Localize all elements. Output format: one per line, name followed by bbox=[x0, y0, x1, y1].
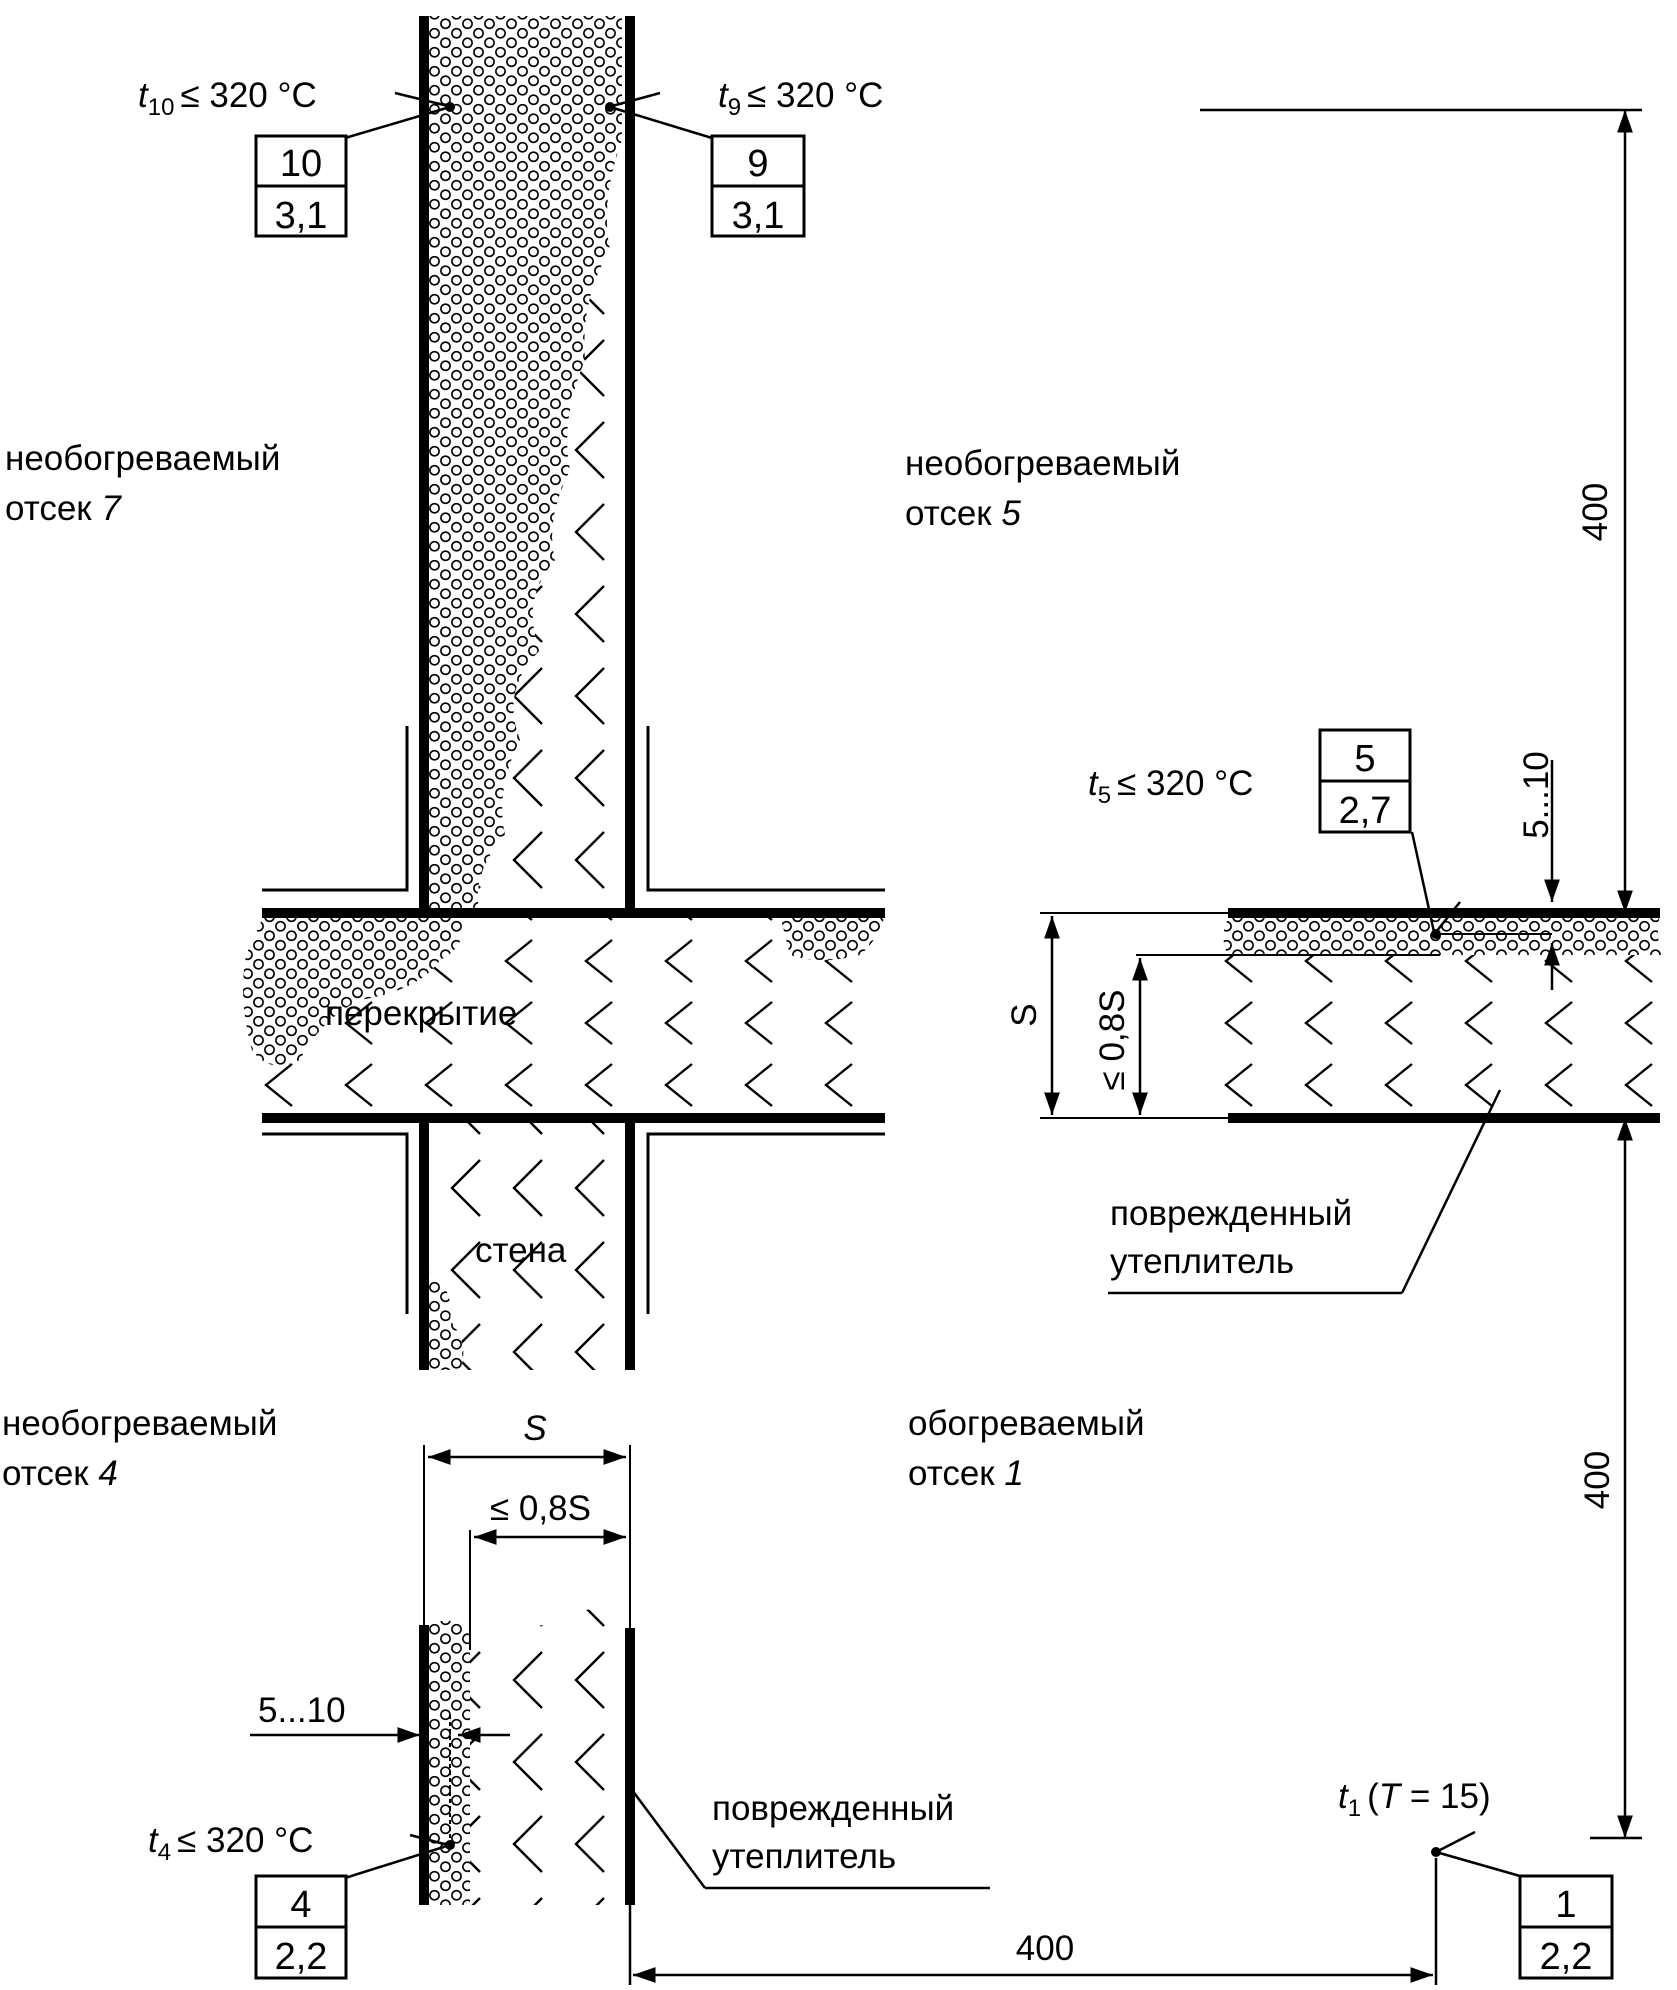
dim-slab-S: S bbox=[1005, 912, 1228, 1119]
wall-lower bbox=[419, 1118, 635, 1370]
thermocouple-t1: t1(T = 15) 1 2,2 bbox=[1338, 1777, 1614, 1980]
dim-slab-08S: ≤ 0,8S bbox=[1093, 954, 1440, 1115]
slab-right-detail bbox=[1217, 908, 1664, 1123]
svg-text:5...10: 5...10 bbox=[1517, 751, 1556, 839]
thermocouple-t9: t9≤ 320 °C 9 3,1 bbox=[605, 76, 883, 238]
svg-text:S: S bbox=[1005, 1003, 1044, 1026]
t5-label: t5≤ 320 °C bbox=[1088, 764, 1253, 809]
svg-text:S: S bbox=[523, 1409, 546, 1448]
zone-1-line1: обогреваемый bbox=[908, 1404, 1145, 1443]
dim-right-top-400: 400 bbox=[1200, 108, 1642, 913]
t4-label: t4≤ 320 °C bbox=[148, 1821, 313, 1866]
zone-5-line1: необогреваемый bbox=[905, 444, 1180, 483]
t9-number: 9 bbox=[747, 143, 768, 185]
dim-slab-depth: 5...10 bbox=[1517, 751, 1560, 990]
zone-label-4: необогреваемый отсек 4 bbox=[2, 1404, 277, 1493]
t4-number: 4 bbox=[290, 1884, 311, 1926]
thermocouple-t5: t5≤ 320 °C 5 2,7 bbox=[1088, 728, 1552, 939]
svg-text:утеплитель: утеплитель bbox=[1110, 1242, 1294, 1281]
slab-label: перекрытие bbox=[325, 994, 517, 1033]
t5-number: 5 bbox=[1354, 738, 1375, 780]
dim-wall-depth: 5...10 bbox=[250, 1691, 510, 1743]
t1-number: 1 bbox=[1555, 1884, 1576, 1926]
t10-value: 3,1 bbox=[275, 195, 328, 237]
svg-text:поврежденный: поврежденный bbox=[1110, 1194, 1352, 1233]
zone-1-line2: отсек 1 bbox=[908, 1454, 1024, 1493]
wall-08S-text: ≤ 0,8S bbox=[490, 1489, 591, 1528]
svg-text:≤ 0,8S: ≤ 0,8S bbox=[1093, 990, 1132, 1091]
t5-value: 2,7 bbox=[1339, 790, 1392, 832]
t10-number: 10 bbox=[280, 143, 322, 185]
svg-text:400: 400 bbox=[1578, 1451, 1617, 1509]
wall-bottom-detail bbox=[419, 1609, 635, 1905]
dim-bottom-400: 400 bbox=[628, 1858, 1438, 1985]
t4-value: 2,2 bbox=[275, 1936, 328, 1978]
thermocouple-t4: t4≤ 320 °C 4 2,2 bbox=[148, 1712, 455, 1980]
svg-text:400: 400 bbox=[1576, 483, 1615, 541]
wall-label: стена bbox=[475, 1231, 567, 1270]
svg-text:400: 400 bbox=[1016, 1929, 1074, 1968]
dim-right-bottom-400: 400 bbox=[1578, 1118, 1642, 1840]
wall-upper bbox=[419, 16, 635, 913]
svg-text:утеплитель: утеплитель bbox=[712, 1837, 896, 1876]
damaged-insulation-wall-label: поврежденный утеплитель bbox=[630, 1789, 990, 1890]
dim-wall-08S: ≤ 0,8S bbox=[469, 1489, 626, 1650]
zone-label-7: необогреваемый отсек 7 bbox=[5, 439, 280, 528]
zone-5-line2: отсек 5 bbox=[905, 494, 1021, 533]
zone-7-line2: отсек 7 bbox=[5, 489, 122, 528]
compartment-corner-lines bbox=[262, 726, 885, 1314]
svg-text:поврежденный: поврежденный bbox=[712, 1789, 954, 1828]
zone-label-1: обогреваемый отсек 1 bbox=[908, 1404, 1145, 1493]
svg-text:5...10: 5...10 bbox=[258, 1691, 346, 1730]
zone-7-line1: необогреваемый bbox=[5, 439, 280, 478]
damaged-insulation-slab-label: поврежденный утеплитель bbox=[1108, 1089, 1502, 1295]
dim-wall-S: S bbox=[423, 1409, 631, 1628]
slab-left bbox=[241, 908, 886, 1123]
t1-label: t1(T = 15) bbox=[1338, 1777, 1491, 1822]
zone-4-line2: отсек 4 bbox=[2, 1454, 118, 1493]
t1-value: 2,2 bbox=[1540, 1936, 1593, 1978]
t10-label: t10≤ 320 °C bbox=[138, 76, 317, 121]
zone-label-5: необогреваемый отсек 5 bbox=[905, 444, 1180, 533]
zone-4-line1: необогреваемый bbox=[2, 1404, 277, 1443]
t9-label: t9≤ 320 °C bbox=[718, 76, 883, 121]
thermocouple-t10: t10≤ 320 °C 10 3,1 bbox=[138, 76, 455, 238]
t9-value: 3,1 bbox=[732, 195, 785, 237]
